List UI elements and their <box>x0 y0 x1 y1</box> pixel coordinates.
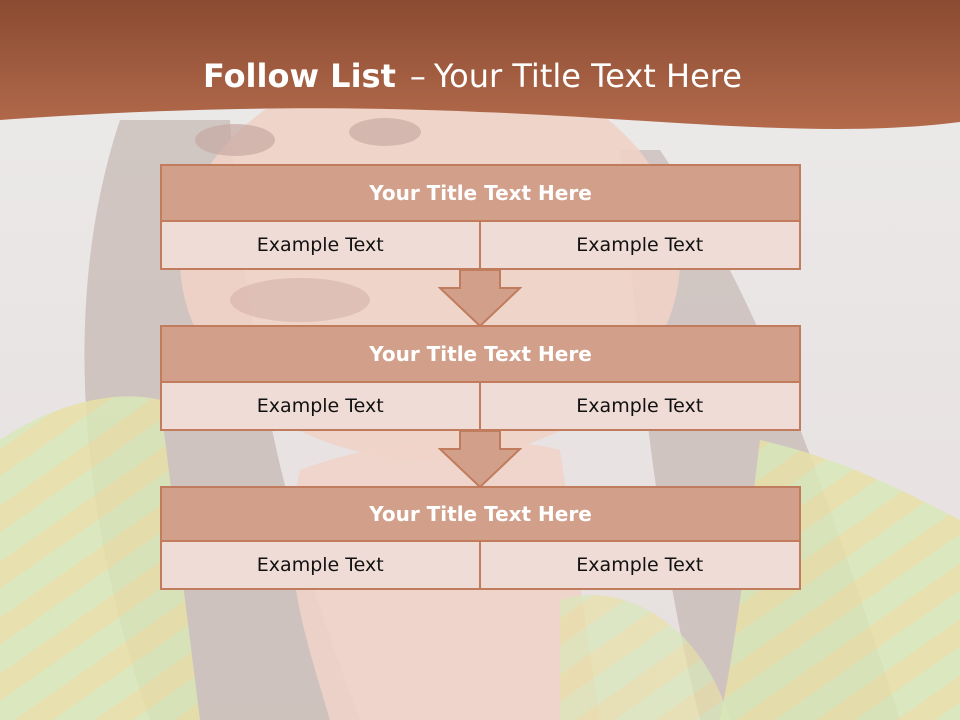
step-cell-left: Example Text <box>160 540 481 590</box>
title-rest: Your Title Text Here <box>433 57 742 95</box>
step-row: Example Text Example Text <box>160 220 801 270</box>
step-cell-left: Example Text <box>160 220 481 270</box>
step-cell-right: Example Text <box>478 220 801 270</box>
header-banner <box>0 0 960 129</box>
down-arrow-icon <box>438 431 522 489</box>
step-row: Example Text Example Text <box>160 540 801 590</box>
down-arrow-icon <box>438 270 522 328</box>
title-separator: – <box>409 57 426 95</box>
step-box-2: Your Title Text Here Example Text Exampl… <box>160 325 801 431</box>
step-cell-right: Example Text <box>478 540 801 590</box>
step-row: Example Text Example Text <box>160 381 801 431</box>
step-box-3: Your Title Text Here Example Text Exampl… <box>160 486 801 590</box>
step-cell-right: Example Text <box>478 381 801 431</box>
title-bold: Follow List <box>203 57 396 95</box>
step-title: Your Title Text Here <box>160 486 801 542</box>
step-box-1: Your Title Text Here Example Text Exampl… <box>160 164 801 270</box>
step-title: Your Title Text Here <box>160 164 801 222</box>
page-title: Follow List–Your Title Text Here <box>203 52 742 100</box>
step-cell-left: Example Text <box>160 381 481 431</box>
step-title: Your Title Text Here <box>160 325 801 383</box>
